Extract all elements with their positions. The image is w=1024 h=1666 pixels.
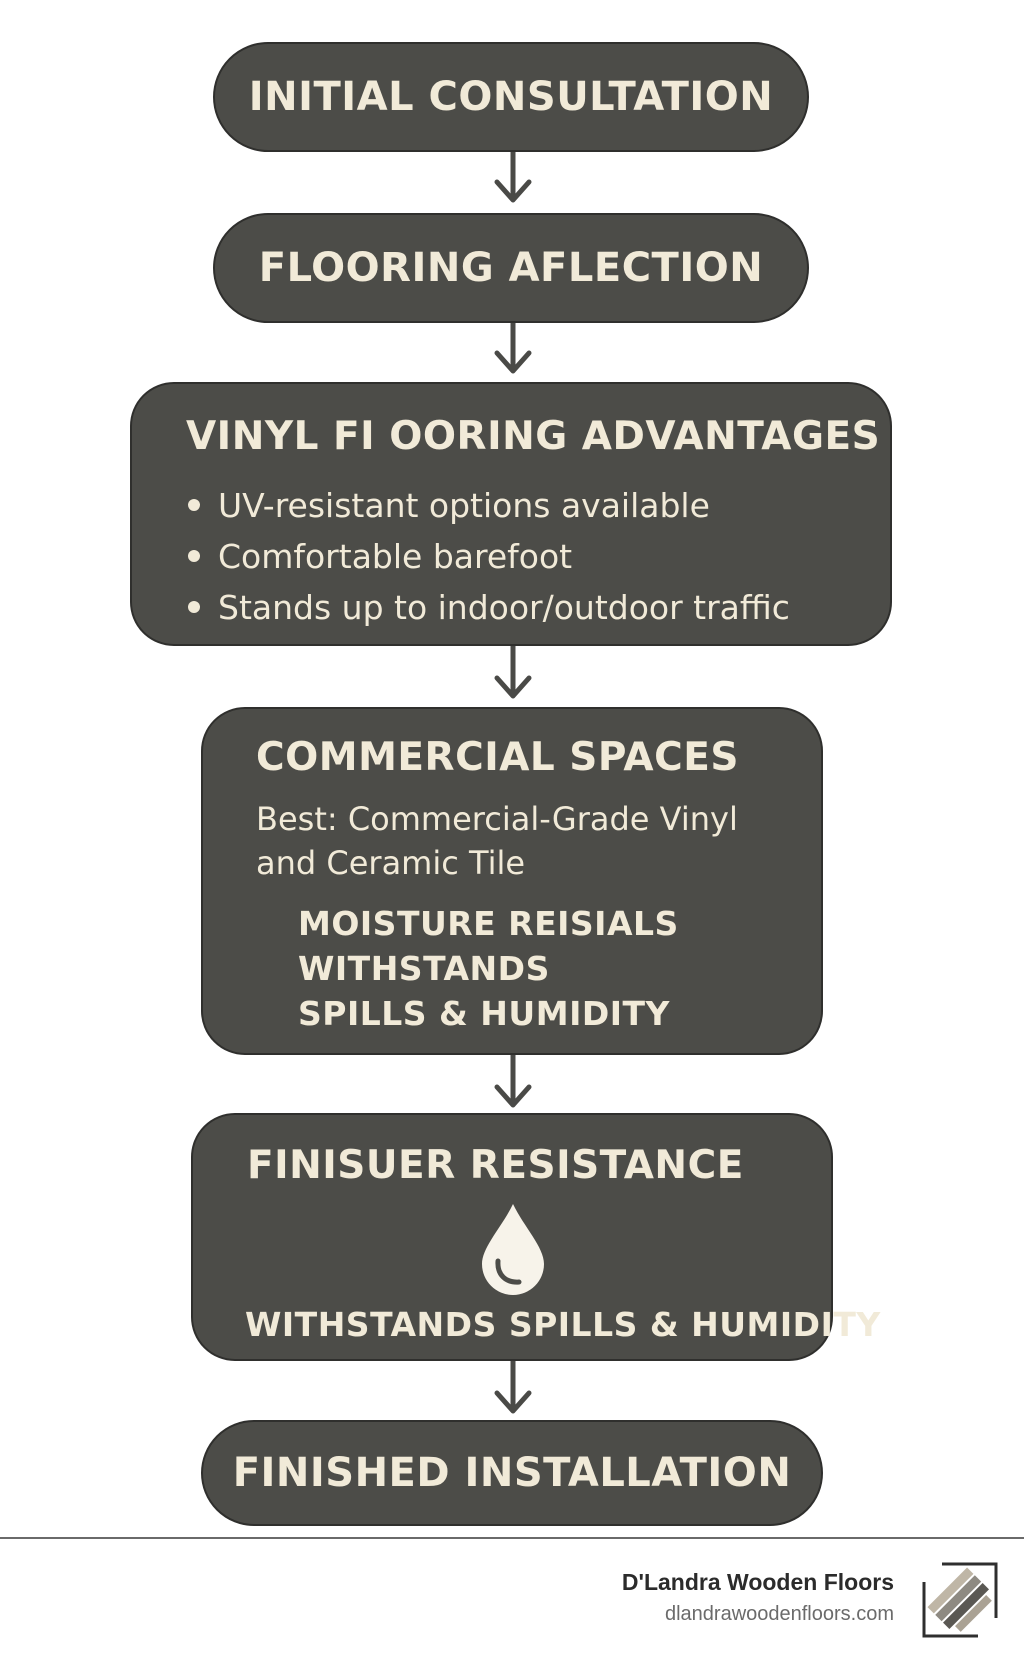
list-item: Stands up to indoor/outdoor traffic [188,582,790,633]
bullet-icon [188,600,200,613]
bullet-icon [188,498,200,511]
feature-list: MOISTURE REISIALS WITHSTANDS SPILLS & HU… [298,901,679,1036]
website-link[interactable]: dlandrawoodenfloors.com [664,1603,894,1625]
arrow-down-icon [494,152,532,203]
step-flooring-selection: FLOORING AFLECTION [213,213,809,323]
parquet-logo-icon [922,1562,998,1638]
step-title: FINISHED INSTALLATION [232,1450,792,1496]
step-initial-consultation: INITIAL CONSULTATION [213,42,809,152]
best-flooring-text: Best: Commercial-Grade Vinyl and Ceramic… [256,800,738,882]
step-finished-installation: FINISHED INSTALLATION [201,1420,823,1526]
arrow-down-icon [494,646,532,699]
list-item: Comfortable barefoot [188,531,790,582]
step-title: INITIAL CONSULTATION [248,74,774,120]
arrow-down-icon [494,1361,532,1414]
step-title: FINISUER RESISTANCE [247,1143,744,1188]
list-item: SPILLS & HUMIDITY [298,994,670,1033]
step-title: COMMERCIAL SPACES [256,735,739,780]
step-title: FLOORING AFLECTION [258,245,764,291]
step-vinyl-advantages: VINYL FI OORING ADVANTAGES UV-resistant … [130,382,892,646]
moisture-caption: WITHSTANDS SPILLS & HUMIDITY [245,1305,881,1344]
footer-divider [0,1537,1024,1539]
step-commercial-spaces: COMMERCIAL SPACES Best: Commercial-Grade… [201,707,823,1055]
water-drop-icon [482,1204,544,1295]
list-item: WITHSTANDS [298,949,550,988]
list-item: MOISTURE REISIALS [298,904,679,943]
step-title: VINYL FI OORING ADVANTAGES [186,414,881,459]
arrow-down-icon [494,323,532,374]
arrow-down-icon [494,1055,532,1108]
bullet-icon [188,549,200,562]
brand-name: D'Landra Wooden Floors [621,1569,894,1595]
step-moisture-resistance: FINISUER RESISTANCE WITHSTANDS SPILLS & … [191,1113,880,1361]
advantages-list: UV-resistant options available Comfortab… [188,480,790,633]
list-item: UV-resistant options available [188,480,790,531]
